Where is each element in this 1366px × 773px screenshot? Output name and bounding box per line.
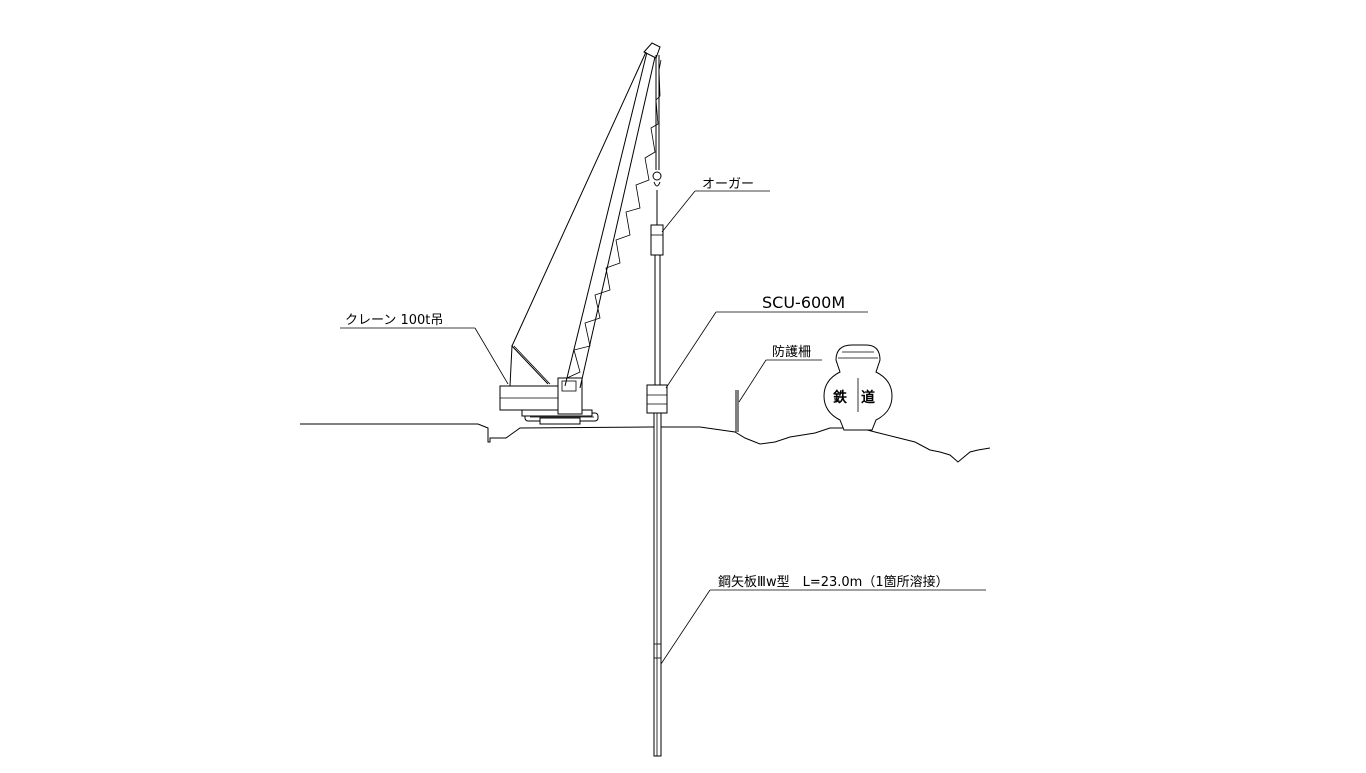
protective-fence xyxy=(735,390,739,432)
railway-train: 鉄 道 xyxy=(823,344,893,431)
callout-scu: SCU-600M xyxy=(665,293,868,389)
scu-label: SCU-600M xyxy=(762,293,845,312)
callout-crane: クレーン 100t吊 xyxy=(340,313,509,385)
railway-label-left: 鉄 xyxy=(833,389,848,406)
auger-label: オーガー xyxy=(702,177,754,192)
ground-line xyxy=(300,423,991,463)
railway-label-right: 道 xyxy=(861,389,875,406)
callout-sheet-pile: 鋼矢板Ⅲw型 L=23.0m（1箇所溶接） xyxy=(660,574,986,665)
crane-label: クレーン 100t吊 xyxy=(345,313,443,328)
callout-fence: 防護柵 xyxy=(738,344,822,403)
fence-label: 防護柵 xyxy=(772,344,811,360)
pile-driver xyxy=(646,55,668,757)
crane xyxy=(499,42,662,425)
callout-auger: オーガー xyxy=(661,177,770,233)
sheet-pile-label: 鋼矢板Ⅲw型 L=23.0m（1箇所溶接） xyxy=(718,574,949,590)
